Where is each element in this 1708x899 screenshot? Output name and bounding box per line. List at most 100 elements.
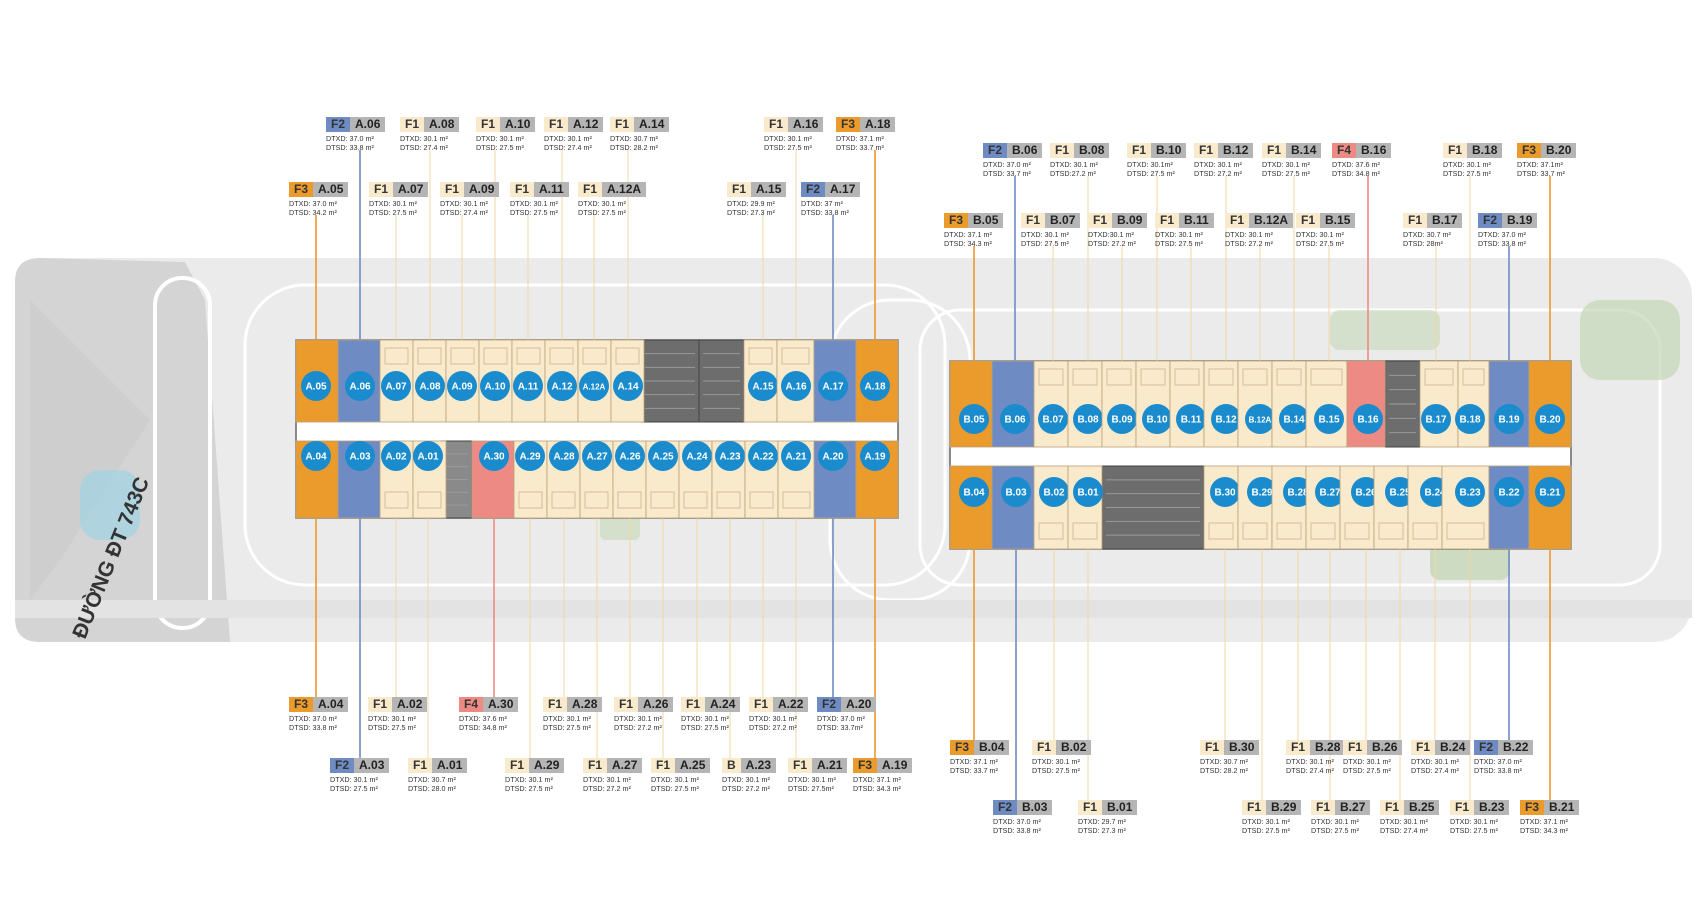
unit-circle[interactable]: [860, 441, 890, 471]
unit-circle[interactable]: [1211, 404, 1241, 434]
unit-circle[interactable]: [1535, 404, 1565, 434]
unit-circle[interactable]: [1314, 404, 1344, 434]
unit-circle[interactable]: [781, 371, 811, 401]
unit-circle[interactable]: [1385, 477, 1415, 507]
unit-circle[interactable]: [1038, 404, 1068, 434]
unit-b-03[interactable]: B.03: [991, 465, 1035, 550]
unit-circle[interactable]: [648, 441, 678, 471]
unit-circle[interactable]: [447, 371, 477, 401]
unit-circle[interactable]: [1073, 404, 1103, 434]
unit-b-11[interactable]: B.11: [1169, 360, 1206, 448]
unit-b-09[interactable]: B.09: [1101, 360, 1137, 448]
unit-circle[interactable]: [682, 441, 712, 471]
unit-b-12[interactable]: B.12: [1203, 360, 1241, 448]
unit-circle[interactable]: [1421, 404, 1451, 434]
unit-a-16[interactable]: A.16: [776, 339, 815, 423]
unit-b-23[interactable]: B.23: [1441, 465, 1490, 550]
unit-circle[interactable]: [1039, 477, 1069, 507]
unit-b-14[interactable]: B.14: [1271, 360, 1309, 448]
unit-a-29[interactable]: A.29: [513, 440, 548, 519]
unit-circle[interactable]: [415, 371, 445, 401]
unit-circle[interactable]: [613, 371, 643, 401]
unit-a-18[interactable]: A.18: [855, 339, 899, 423]
unit-a-23[interactable]: A.23: [711, 440, 746, 519]
unit-circle[interactable]: [1107, 404, 1137, 434]
unit-b-24[interactable]: B.24: [1407, 465, 1450, 550]
unit-a-14[interactable]: A.14: [610, 339, 645, 423]
unit-b-04[interactable]: B.04: [949, 465, 993, 550]
unit-a-07[interactable]: A.07: [379, 339, 414, 423]
unit-b-20[interactable]: B.20: [1528, 360, 1572, 448]
unit-a-05[interactable]: A.05: [295, 339, 339, 423]
unit-circle[interactable]: [1245, 404, 1275, 434]
unit-b-21[interactable]: B.21: [1528, 465, 1572, 550]
unit-circle[interactable]: [579, 371, 609, 401]
unit-a-21[interactable]: A.21: [777, 440, 816, 519]
unit-circle[interactable]: [301, 441, 331, 471]
unit-circle[interactable]: [1142, 404, 1172, 434]
unit-circle[interactable]: [860, 371, 890, 401]
unit-b-15[interactable]: B.15: [1305, 360, 1348, 448]
unit-circle[interactable]: [1353, 404, 1383, 434]
unit-b-02[interactable]: B.02: [1033, 465, 1069, 550]
unit-circle[interactable]: [1494, 404, 1524, 434]
unit-b-25[interactable]: B.25: [1373, 465, 1415, 550]
unit-a-02[interactable]: A.02: [379, 440, 414, 519]
unit-b-28[interactable]: B.28: [1271, 465, 1313, 550]
unit-b-30[interactable]: B.30: [1203, 465, 1240, 550]
unit-circle[interactable]: [345, 441, 375, 471]
unit-a-17[interactable]: A.17: [813, 339, 857, 423]
unit-a-30[interactable]: A.30: [471, 440, 515, 519]
unit-circle[interactable]: [818, 441, 848, 471]
unit-a-15[interactable]: A.15: [743, 339, 778, 423]
unit-a-26[interactable]: A.26: [612, 440, 647, 519]
unit-circle[interactable]: [582, 441, 612, 471]
unit-a-09[interactable]: A.09: [445, 339, 480, 423]
unit-b-08[interactable]: B.08: [1067, 360, 1103, 448]
unit-circle[interactable]: [1000, 404, 1030, 434]
unit-circle[interactable]: [1073, 477, 1103, 507]
unit-a-06[interactable]: A.06: [337, 339, 381, 423]
unit-circle[interactable]: [1535, 477, 1565, 507]
unit-b-29[interactable]: B.29: [1237, 465, 1277, 550]
unit-a-04[interactable]: A.04: [295, 440, 339, 519]
unit-a-08[interactable]: A.08: [412, 339, 447, 423]
unit-circle[interactable]: [413, 441, 443, 471]
unit-b-27[interactable]: B.27: [1305, 465, 1345, 550]
